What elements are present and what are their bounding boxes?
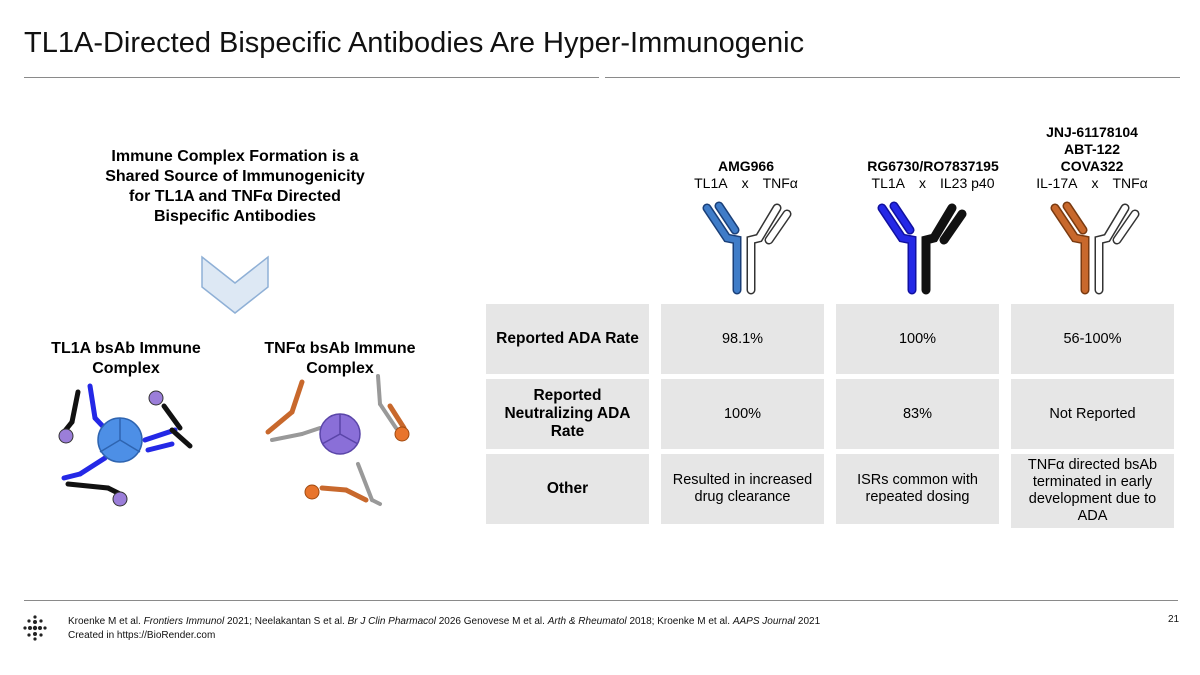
row-header-other: Other xyxy=(486,454,649,524)
cell-jnj-other: TNFα directed bsAb terminated in early d… xyxy=(1011,454,1174,528)
cell-jnj-ada-rate: 56-100% xyxy=(1011,304,1174,374)
target-a: TL1A xyxy=(694,175,728,191)
title-divider-left xyxy=(24,77,599,78)
tl1a-immune-complex-illustration xyxy=(58,383,193,507)
ref-text: 2018; Kroenke M et al. xyxy=(629,616,731,627)
cell-line: Reported xyxy=(533,387,602,404)
footer-divider xyxy=(24,600,1178,601)
cell-line: 100% xyxy=(723,405,762,422)
title-divider-right xyxy=(605,77,1180,78)
immune-complex-heading: Immune Complex Formation is a Shared Sou… xyxy=(90,147,380,227)
cell-line: Reported ADA Rate xyxy=(496,330,639,347)
drug-targets: IL-17A x TNFα xyxy=(992,175,1192,192)
cell-line: drug clearance xyxy=(694,489,791,505)
row-header-ada-rate: Reported ADA Rate xyxy=(486,304,649,374)
cell-line: ADA xyxy=(1077,508,1108,524)
cell-rg6730-neutralizing: 83% xyxy=(836,379,999,449)
complex-label-line: TNFα bsAb Immune xyxy=(264,340,416,357)
cell-line: terminated in early xyxy=(1032,474,1153,490)
ref-journal: Frontiers Immunol xyxy=(143,616,225,627)
cell-line: ISRs common with xyxy=(857,472,978,488)
cell-line: TNFα directed bsAb xyxy=(1027,457,1158,473)
drug-name: RG6730/RO7837195 xyxy=(867,158,999,174)
target-b: TNFα xyxy=(1112,175,1148,191)
drug-name: ABT-122 xyxy=(1063,141,1121,157)
cell-amg966-other: Resulted in increased drug clearance xyxy=(661,454,824,524)
cell-rg6730-ada-rate: 100% xyxy=(836,304,999,374)
antibody-icon xyxy=(1050,201,1140,295)
references: Kroenke M et al. Frontiers Immunol 2021;… xyxy=(68,615,820,628)
cell-line: Neutralizing ADA xyxy=(504,405,631,422)
drug-header-rg6730: RG6730/RO7837195 TL1A x IL23 p40 xyxy=(833,158,1033,192)
cell-line: repeated dosing xyxy=(865,489,970,505)
heading-line: for TL1A and TNFα Directed xyxy=(129,188,341,205)
tnfa-immune-complex-illustration xyxy=(265,374,410,506)
tl1a-complex-label: TL1A bsAb Immune Complex xyxy=(26,339,226,379)
ref-journal: AAPS Journal xyxy=(732,616,796,627)
drug-name: COVA322 xyxy=(1060,158,1124,174)
cell-line: 83% xyxy=(902,405,933,422)
antibody-icon xyxy=(702,201,792,295)
cell-amg966-neutralizing: 100% xyxy=(661,379,824,449)
drug-header-amg966: AMG966 TL1A x TNFα xyxy=(646,158,846,192)
cell-line: Not Reported xyxy=(1049,405,1136,422)
drug-header-jnj: JNJ-61178104 ABT-122 COVA322 IL-17A x TN… xyxy=(992,124,1192,192)
target-a: TL1A xyxy=(871,175,905,191)
complex-label-line: TL1A bsAb Immune xyxy=(51,340,201,357)
created-in-credit: Created in https://BioRender.com xyxy=(68,630,216,641)
complex-label-line: Complex xyxy=(92,360,160,377)
ref-journal: Arth & Rheumatol xyxy=(547,616,627,627)
target-separator: x xyxy=(1091,175,1099,191)
target-b: IL23 p40 xyxy=(939,175,995,191)
heading-line: Bispecific Antibodies xyxy=(153,208,317,225)
biorender-logo-icon xyxy=(23,615,47,641)
tnfa-complex-label: TNFα bsAb Immune Complex xyxy=(240,339,440,379)
complex-label-line: Complex xyxy=(306,360,374,377)
cell-rg6730-other: ISRs common with repeated dosing xyxy=(836,454,999,524)
target-separator: x xyxy=(918,175,926,191)
cell-line: Rate xyxy=(550,423,585,440)
drug-targets: TL1A x IL23 p40 xyxy=(833,175,1033,192)
chevron-down-icon xyxy=(201,255,269,314)
cell-amg966-ada-rate: 98.1% xyxy=(661,304,824,374)
target-a: IL-17A xyxy=(1036,175,1078,191)
cell-line: development due to xyxy=(1028,491,1157,507)
antibody-icon xyxy=(877,201,967,295)
cell-line: Other xyxy=(546,480,589,497)
cell-jnj-neutralizing: Not Reported xyxy=(1011,379,1174,449)
page-number: 21 xyxy=(1168,614,1180,625)
ref-text: 2026 Genovese M et al. xyxy=(438,616,545,627)
cell-line: 100% xyxy=(898,330,937,347)
cell-line: Resulted in increased xyxy=(672,472,813,488)
target-separator: x xyxy=(741,175,749,191)
drug-name: AMG966 xyxy=(717,158,775,174)
row-header-neutralizing-ada-rate: Reported Neutralizing ADA Rate xyxy=(486,379,649,449)
ref-journal: Br J Clin Pharmacol xyxy=(347,616,436,627)
cell-line: 98.1% xyxy=(721,330,764,347)
ref-text: 2021; Neelakantan S et al. xyxy=(226,616,345,627)
heading-line: Shared Source of Immunogenicity xyxy=(105,168,365,185)
target-b: TNFα xyxy=(762,175,798,191)
page-title: TL1A-Directed Bispecific Antibodies Are … xyxy=(24,27,805,59)
cell-line: 56-100% xyxy=(1063,330,1122,347)
drug-targets: TL1A x TNFα xyxy=(646,175,846,192)
heading-line: Immune Complex Formation is a xyxy=(111,148,359,165)
ref-text: Kroenke M et al. xyxy=(68,616,141,627)
drug-name: JNJ-61178104 xyxy=(1046,124,1138,140)
ref-text: 2021 xyxy=(797,616,821,627)
